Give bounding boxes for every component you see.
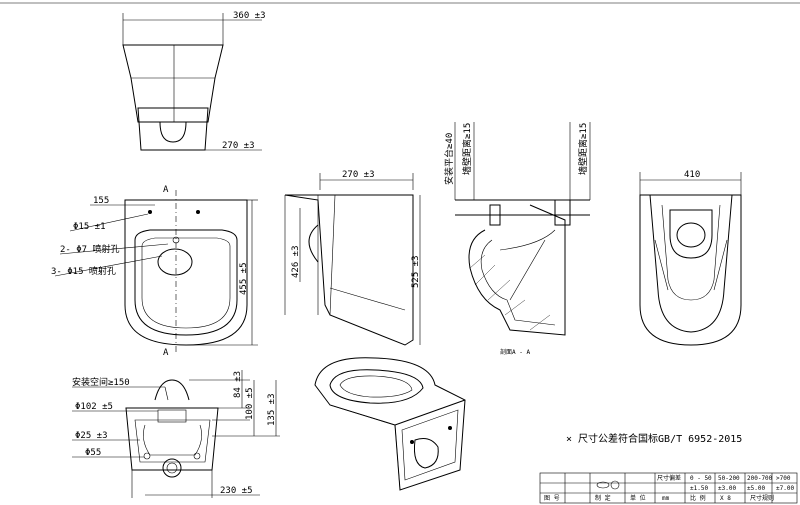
back-dim-230: 230 ±5 xyxy=(220,486,253,496)
plan-dim-length: 455 ±5 xyxy=(239,262,249,295)
tolerance-note: × 尺寸公差符合国标GB/T 6952-2015 xyxy=(566,432,742,445)
front-dim-width: 410 xyxy=(684,170,700,180)
back-label-d55: Φ55 xyxy=(85,448,101,458)
tb-r1-c7: 50-200 xyxy=(718,475,740,482)
front-view: 410 xyxy=(639,170,742,346)
tb-r2-c6: ±1.50 xyxy=(690,485,708,492)
section-caption: 剖面A - A xyxy=(500,348,530,356)
back-dim-84: 84 ±3 xyxy=(233,371,243,398)
back-dim-135: 135 ±3 xyxy=(267,393,277,426)
tb-r3-c1: 图 号 xyxy=(544,495,560,502)
tb-r1-c8: 200-700 xyxy=(747,475,773,482)
tb-r2-c8: ±5.00 xyxy=(747,485,765,492)
tb-r2-c7: ±3.00 xyxy=(718,485,736,492)
label-spray-3: 3- Φ15 喷射孔 xyxy=(51,265,116,277)
tb-r1-c6: 0 - 50 xyxy=(690,475,712,482)
label-spray-2: 2- Φ7 喷射孔 xyxy=(60,243,120,255)
tb-r3-c6: mm xyxy=(662,495,670,502)
top-view-dim-top: 360 ±3 xyxy=(233,11,266,21)
tb-r3-c9: 尺寸规则 xyxy=(750,494,774,502)
back-label-space: 安装空间≥150 xyxy=(72,376,130,388)
section-mark-bottom: A xyxy=(163,348,169,358)
tb-r3-c7: 比 例 xyxy=(690,494,706,502)
tb-r1-c5: 尺寸偏差 xyxy=(657,474,681,482)
side-dim-top: 270 ±3 xyxy=(342,170,375,180)
side-dim-height1: 426 ±3 xyxy=(291,245,301,278)
tb-r3-c5: 单 位 xyxy=(630,494,646,502)
section-mark-top: A xyxy=(163,185,169,195)
tb-r3-c4: 制 定 xyxy=(595,494,611,502)
section-label-wall2: 墙壁距离≥15 xyxy=(577,123,589,175)
back-dim-100: 100 ±5 xyxy=(245,387,255,420)
plan-dim-width: 155 xyxy=(93,196,109,206)
isometric-view xyxy=(314,357,466,491)
side-view: 270 ±3 426 ±3 525 ±3 xyxy=(284,170,421,346)
label-hole: Φ15 ±1 xyxy=(73,222,106,232)
section-label-install: 安装平台≥40 xyxy=(443,133,455,185)
top-view: 360 ±3 270 ±3 xyxy=(122,11,266,151)
section-view: 安装平台≥40 墙壁距离≥15 墙壁距离≥15 剖面A - A xyxy=(443,122,591,356)
back-label-d25: Φ25 ±3 xyxy=(75,431,108,441)
section-label-wall1: 墙壁距离≥15 xyxy=(461,123,473,175)
side-dim-height2: 525 ±3 xyxy=(411,255,421,288)
top-view-dim-bottom: 270 ±3 xyxy=(222,141,255,151)
plan-view: A A 155 Φ15 ±1 2- Φ7 喷射孔 3- Φ15 喷射孔 455 … xyxy=(51,185,258,358)
title-block: 尺寸偏差 0 - 50 50-200 200-700 >700 ±1.50 ±3… xyxy=(539,472,798,504)
tb-r2-c9: ±7.00 xyxy=(776,485,794,492)
tb-r3-c8: X 8 xyxy=(720,495,731,502)
tb-r1-c9: >700 xyxy=(776,475,791,482)
back-label-d102: Φ102 ±5 xyxy=(75,402,113,412)
back-view: 安装空间≥150 Φ102 ±5 Φ25 ±3 Φ55 84 ±3 100 ±5… xyxy=(72,370,280,498)
